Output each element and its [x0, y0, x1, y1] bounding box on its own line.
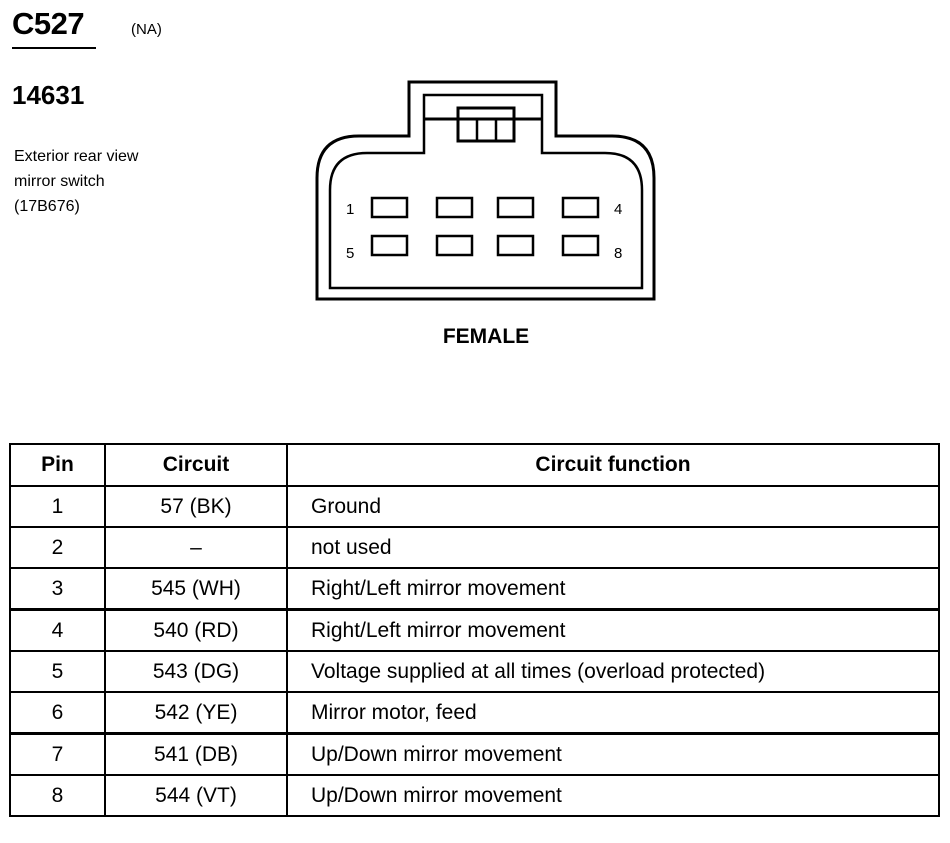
function-cell: Up/Down mirror movement	[286, 774, 940, 817]
pin-cell: 8	[9, 774, 106, 817]
table-row: 6 542 (YE) Mirror motor, feed	[9, 691, 940, 735]
column-header-circuit-function: Circuit function	[286, 443, 940, 487]
connector-gender-label: FEMALE	[443, 325, 529, 348]
circuit-cell: 545 (WH)	[104, 567, 288, 611]
circuit-cell: –	[104, 526, 288, 569]
function-cell: Ground	[286, 485, 940, 528]
function-cell: Voltage supplied at all times (overload …	[286, 650, 940, 693]
table-row: 8 544 (VT) Up/Down mirror movement	[9, 774, 940, 817]
pin-cell: 4	[9, 608, 106, 652]
pin-label-5: 5	[346, 245, 354, 262]
table-row: 1 57 (BK) Ground	[9, 485, 940, 528]
connector-id: C527	[12, 6, 85, 41]
pin-label-4: 4	[614, 201, 622, 218]
table-row: 4 540 (RD) Right/Left mirror movement	[9, 608, 940, 652]
circuit-cell: 57 (BK)	[104, 485, 288, 528]
table-row: 5 543 (DG) Voltage supplied at all times…	[9, 650, 940, 693]
circuit-cell: 544 (VT)	[104, 774, 288, 817]
component-description-line-3: (17B676)	[14, 198, 80, 215]
pin-cavity-7	[496, 234, 535, 257]
pin-cavity-2	[435, 196, 474, 219]
pin-cavity-5	[370, 234, 409, 257]
pin-cavity-6	[435, 234, 474, 257]
pin-cell: 3	[9, 567, 106, 611]
pin-cell: 6	[9, 691, 106, 735]
pin-label-8: 8	[614, 245, 622, 262]
connector-housing-inner	[328, 93, 644, 290]
function-cell: Mirror motor, feed	[286, 691, 940, 735]
function-cell: Right/Left mirror movement	[286, 567, 940, 611]
pin-cavity-1	[370, 196, 409, 219]
pin-label-1: 1	[346, 201, 354, 218]
table-header-row: Pin Circuit Circuit function	[9, 443, 940, 487]
component-description-line-2: mirror switch	[14, 173, 105, 190]
circuit-cell: 540 (RD)	[104, 608, 288, 652]
pin-cell: 2	[9, 526, 106, 569]
connector-id-underline	[12, 47, 96, 49]
function-cell: Up/Down mirror movement	[286, 732, 940, 776]
pin-function-table: Pin Circuit Circuit function 1 57 (BK) G…	[9, 443, 940, 817]
circuit-cell: 541 (DB)	[104, 732, 288, 776]
function-cell: not used	[286, 526, 940, 569]
function-cell: Right/Left mirror movement	[286, 608, 940, 652]
table-row: 2 – not used	[9, 526, 940, 569]
pin-cavity-3	[496, 196, 535, 219]
column-header-circuit: Circuit	[104, 443, 288, 487]
part-number: 14631	[12, 80, 85, 110]
circuit-cell: 543 (DG)	[104, 650, 288, 693]
pin-cavity-4	[561, 196, 600, 219]
locking-tab	[456, 106, 516, 143]
component-description-line-1: Exterior rear view	[14, 148, 139, 165]
pin-cell: 1	[9, 485, 106, 528]
pin-cavity-8	[561, 234, 600, 257]
table-row: 7 541 (DB) Up/Down mirror movement	[9, 732, 940, 776]
column-header-pin: Pin	[9, 443, 106, 487]
market-code: (NA)	[131, 21, 162, 38]
pin-cell: 7	[9, 732, 106, 776]
connector-housing-outer	[315, 80, 656, 301]
circuit-cell: 542 (YE)	[104, 691, 288, 735]
pin-cell: 5	[9, 650, 106, 693]
table-row: 3 545 (WH) Right/Left mirror movement	[9, 567, 940, 611]
